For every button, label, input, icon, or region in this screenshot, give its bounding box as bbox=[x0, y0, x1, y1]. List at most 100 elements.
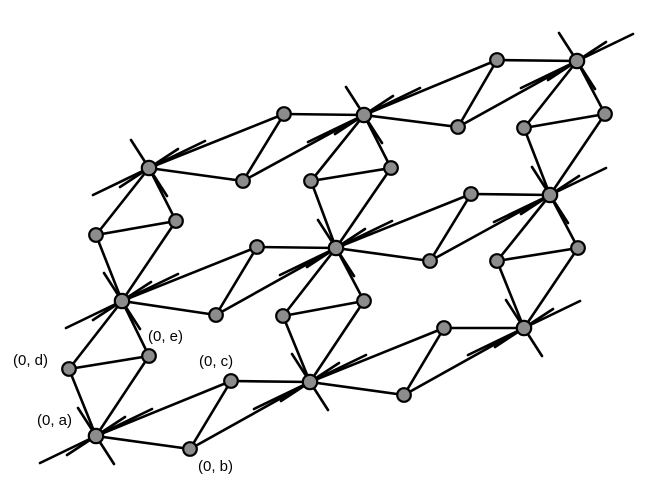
edge-H5-s15 bbox=[362, 113, 460, 129]
edge-H4-s13 bbox=[334, 246, 432, 263]
hub-spoke-A-0 bbox=[38, 434, 98, 465]
edge-b-H3 bbox=[188, 380, 312, 451]
edge-H3-s11 bbox=[308, 380, 406, 397]
edge-s17-H7 bbox=[495, 193, 552, 263]
edge-H1-s4 bbox=[120, 245, 259, 303]
hub-spoke-H1-0 bbox=[64, 299, 124, 330]
hub-node-H8 bbox=[568, 52, 586, 70]
edge-s2-H2 bbox=[147, 166, 178, 223]
edge-H1-s2 bbox=[120, 219, 178, 303]
label-node-d: (0, d) bbox=[13, 352, 48, 369]
hub-spoke-H2-0 bbox=[91, 166, 151, 197]
edge-s1-H2 bbox=[94, 166, 151, 237]
node-s2 bbox=[168, 213, 184, 229]
edge-H2-s5 bbox=[147, 166, 245, 183]
node-d bbox=[61, 361, 77, 377]
edge-H6-s18 bbox=[522, 246, 580, 330]
edge-s17-s18 bbox=[495, 246, 580, 263]
node-b bbox=[182, 441, 198, 457]
edge-s9-s10 bbox=[309, 166, 393, 183]
hub-spoke-H6-1 bbox=[522, 299, 582, 330]
edge-s11-s12 bbox=[402, 326, 446, 397]
hub-node-H4 bbox=[327, 239, 345, 257]
node-s17 bbox=[489, 253, 505, 269]
edge-s19-H8 bbox=[522, 59, 579, 130]
node-s3 bbox=[208, 307, 224, 323]
edge-s14-H7 bbox=[469, 192, 552, 197]
edge-H7-s19 bbox=[522, 126, 552, 197]
graph-edges bbox=[38, 31, 635, 466]
label-node-c: (0, c) bbox=[199, 353, 233, 370]
edge-s16-H8 bbox=[495, 58, 579, 63]
edge-s18-H7 bbox=[548, 193, 580, 250]
edge-s15-H8 bbox=[456, 59, 579, 129]
edge-A-b bbox=[94, 434, 192, 451]
hub-node-H2 bbox=[140, 159, 158, 177]
edge-H5-s16 bbox=[362, 58, 499, 117]
hub-node-H1 bbox=[113, 292, 131, 310]
edge-s13-H7 bbox=[428, 193, 552, 263]
label-node-e: (0, e) bbox=[148, 328, 183, 345]
node-s8 bbox=[356, 293, 372, 309]
node-s14 bbox=[463, 186, 479, 202]
node-s20 bbox=[597, 106, 613, 122]
node-s13 bbox=[422, 253, 438, 269]
edge-s1-s2 bbox=[94, 219, 178, 237]
node-s12 bbox=[436, 320, 452, 336]
edge-e-H1 bbox=[120, 299, 151, 358]
edge-s5-H5 bbox=[241, 113, 366, 183]
edge-A-e bbox=[94, 354, 151, 438]
edge-H4-s9 bbox=[309, 179, 338, 250]
node-labels: (0, a) (0, b) (0, c) (0, d) (0, e) bbox=[13, 328, 233, 475]
edge-c-H3 bbox=[229, 379, 312, 384]
edge-H4-s14 bbox=[334, 192, 473, 250]
edge-H3-s7 bbox=[281, 314, 312, 384]
edge-s15-s16 bbox=[456, 58, 499, 129]
graph-nodes bbox=[61, 52, 613, 457]
node-s7 bbox=[275, 308, 291, 324]
hub-node-H5 bbox=[355, 106, 373, 124]
node-s18 bbox=[570, 240, 586, 256]
edge-s3-s4 bbox=[214, 245, 259, 317]
hub-node-A bbox=[87, 427, 105, 445]
edge-H7-s20 bbox=[548, 112, 607, 197]
node-s11 bbox=[396, 387, 412, 403]
hub-spoke-H7-1 bbox=[548, 166, 608, 197]
edge-H1-s1 bbox=[94, 233, 124, 303]
hub-spoke-H8-1 bbox=[575, 32, 635, 63]
edge-H4-s10 bbox=[334, 166, 393, 250]
edge-d-e bbox=[67, 354, 151, 371]
edge-b-c bbox=[188, 379, 233, 451]
edge-H3-s12 bbox=[308, 326, 446, 384]
edge-s6-H5 bbox=[282, 112, 366, 117]
edge-s5-s6 bbox=[241, 112, 286, 183]
node-s1 bbox=[88, 227, 104, 243]
node-s6 bbox=[276, 106, 292, 122]
edge-A-c bbox=[94, 379, 233, 438]
hub-node-H3 bbox=[301, 373, 319, 391]
edge-s8-H4 bbox=[334, 246, 366, 303]
node-s9 bbox=[303, 173, 319, 189]
edge-s11-H6 bbox=[402, 326, 526, 397]
edge-s7-H4 bbox=[281, 246, 338, 318]
node-s4 bbox=[249, 239, 265, 255]
hub-node-H7 bbox=[541, 186, 559, 204]
edge-s3-H4 bbox=[214, 246, 338, 317]
node-s19 bbox=[516, 120, 532, 136]
edge-H3-s8 bbox=[308, 299, 366, 384]
label-node-a: (0, a) bbox=[37, 412, 72, 429]
node-s10 bbox=[383, 160, 399, 176]
edge-H2-s6 bbox=[147, 112, 286, 170]
edge-s7-s8 bbox=[281, 299, 366, 318]
edge-A-d bbox=[67, 367, 98, 438]
edge-s20-H8 bbox=[575, 59, 607, 116]
edge-d-H1 bbox=[67, 299, 124, 371]
edge-s10-H5 bbox=[362, 113, 393, 170]
node-s16 bbox=[489, 52, 505, 68]
edge-s13-s14 bbox=[428, 192, 473, 263]
edge-H1-s3 bbox=[120, 299, 218, 317]
edge-s19-s20 bbox=[522, 112, 607, 130]
edge-s4-H4 bbox=[255, 245, 338, 250]
edge-s9-H5 bbox=[309, 113, 366, 183]
